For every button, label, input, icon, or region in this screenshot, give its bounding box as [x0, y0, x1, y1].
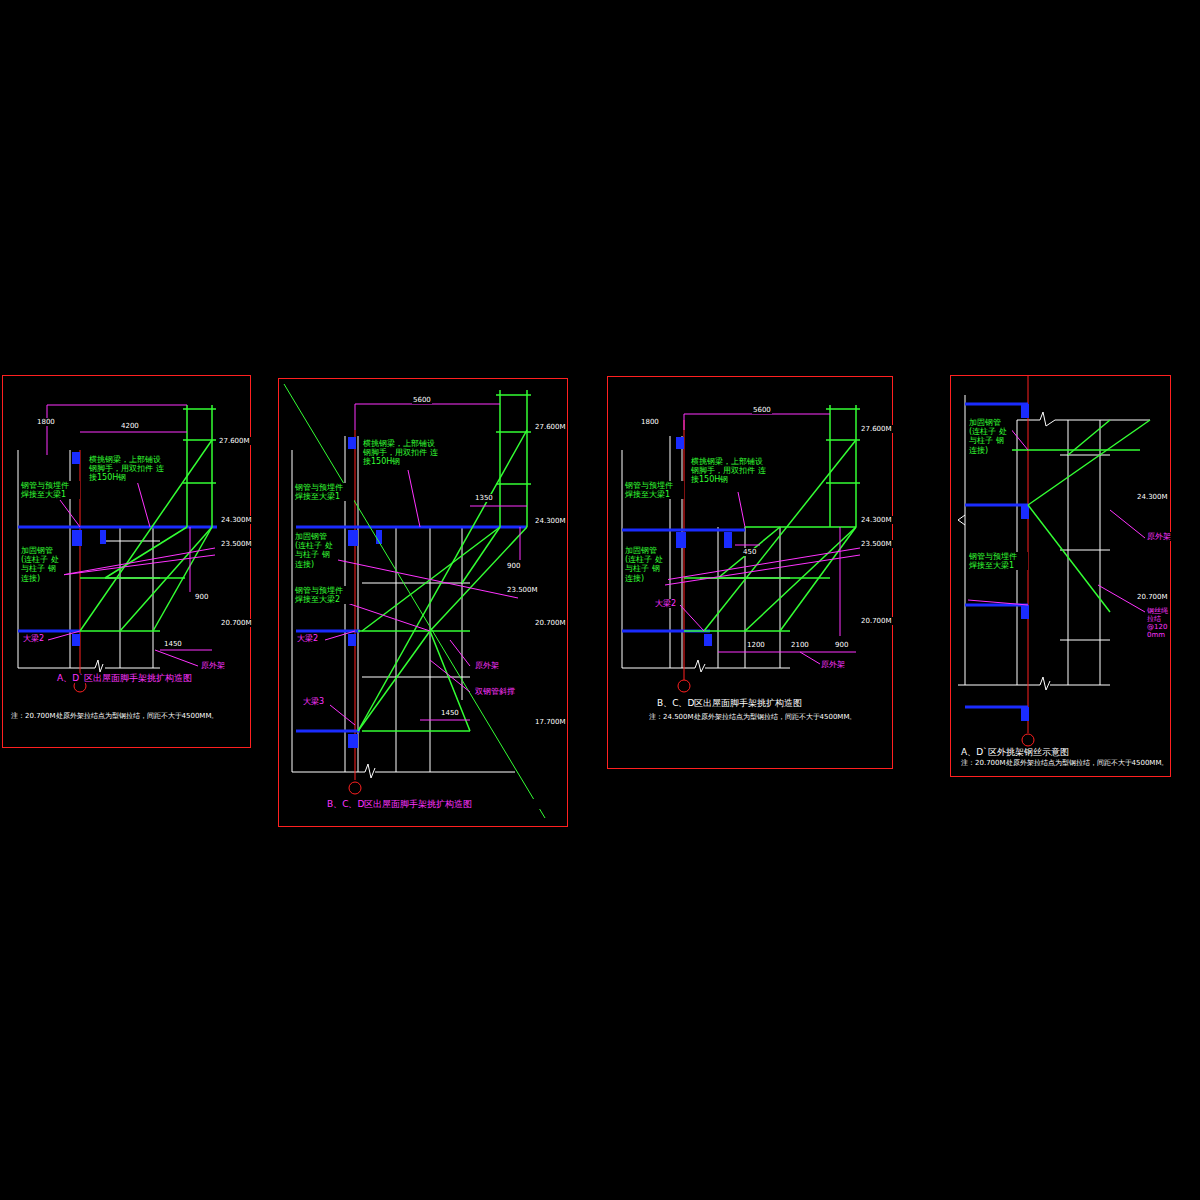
panel-2-figure: [284, 384, 545, 818]
dimension: 2100: [790, 641, 810, 649]
note-text: 钢管与预埋件 焊接至大梁1: [624, 481, 684, 499]
note-text: 加固钢管 (连柱子 处与柱子 钢连接): [294, 532, 338, 569]
dimension: 5600: [752, 406, 772, 414]
note-text: 钢管与预埋件 焊接至大梁1: [294, 483, 354, 501]
elevation: 24.300M: [534, 517, 567, 525]
part-name: 双钢管斜撑: [474, 687, 516, 696]
dimension: 900: [834, 641, 849, 649]
elevation: 20.700M: [220, 619, 253, 627]
dimension: 1200: [746, 641, 766, 649]
note-text: 钢管与预埋件 焊接至大梁1: [20, 481, 80, 499]
note-text: 加固钢管 (连柱子 处与柱子 钢连接): [968, 418, 1012, 455]
drawing-title: A、D`区外挑架钢丝示意图: [960, 747, 1167, 757]
elevation: 27.600M: [218, 437, 251, 445]
dimension: 1450: [163, 640, 183, 648]
dimension: 1800: [36, 418, 56, 426]
drawing-title: B、C、D区出屋面脚手架挑扩构造图: [326, 799, 548, 809]
note-text: 钢管与预埋件 焊接至大梁2: [294, 586, 354, 604]
note-text: 加固钢管 (连柱子 处与柱子 钢连接): [20, 546, 64, 583]
part-name: 原外架: [820, 660, 846, 669]
note-text: 加固钢管 (连柱子 处与柱子 钢连接): [624, 546, 668, 583]
beam-name: 大梁3: [302, 697, 325, 706]
dimension: 4200: [120, 422, 140, 430]
elevation: 23.500M: [860, 540, 893, 548]
panel-1-figure: [18, 405, 217, 692]
note-text: 横挑钢梁，上部铺设 钢脚手，用双扣件 连接150H钢: [362, 439, 442, 467]
part-name: 钢丝绳拉结 @1200mm: [1146, 607, 1170, 639]
dimension: 1450: [440, 709, 460, 717]
elevation: 24.300M: [860, 516, 893, 524]
dimension: 900: [506, 562, 521, 570]
beam-name: 大梁2: [22, 634, 45, 643]
note-text: 横挑钢梁，上部铺设 钢脚手，用双扣件 连接150H钢: [690, 457, 770, 485]
dimension: 1350: [474, 494, 494, 502]
note-text: 钢管与预埋件 焊接至大梁1: [968, 552, 1028, 570]
note-text: 注：24.500M处原外架拉结点为型钢拉结，间距不大于4500MM。: [648, 713, 886, 721]
elevation: 23.500M: [506, 586, 539, 594]
elevation: 24.300M: [1136, 493, 1169, 501]
dimension: 900: [194, 593, 209, 601]
elevation: 23.500M: [220, 540, 253, 548]
part-name: 原外架: [200, 661, 226, 670]
panel-3-figure: [622, 405, 860, 692]
elevation: 20.700M: [534, 619, 567, 627]
note-text: 注：20.700M处原外架拉结点为型钢拉结，间距不大于4500MM。: [960, 759, 1170, 767]
drawing-title: B、C、D区出屋面脚手架挑扩构造图: [656, 698, 878, 708]
sheet-frames: [3, 376, 1171, 827]
part-name: 原外架: [1146, 532, 1172, 541]
elevation: 24.300M: [220, 516, 253, 524]
dimension: 1800: [640, 418, 660, 426]
dimension: 450: [742, 548, 757, 556]
beam-name: 大梁2: [296, 634, 319, 643]
elevation: 20.700M: [860, 617, 893, 625]
beam-name: 大梁2: [654, 599, 677, 608]
drawing-title: A、D`区出屋面脚手架挑扩构造图: [56, 673, 248, 683]
note-text: 横挑钢梁，上部铺设 钢脚手，用双扣件 连接150H钢: [88, 455, 168, 483]
panel-4-figure: [958, 375, 1150, 746]
elevation: 20.700M: [1136, 593, 1169, 601]
dimension: 5600: [412, 396, 432, 404]
part-name: 原外架: [474, 661, 500, 670]
note-text: 注：20.700M处原外架拉结点为型钢拉结，间距不大于4500MM。: [10, 712, 248, 720]
elevation: 17.700M: [534, 718, 567, 726]
elevation: 27.600M: [860, 425, 893, 433]
elevation: 27.600M: [534, 423, 567, 431]
